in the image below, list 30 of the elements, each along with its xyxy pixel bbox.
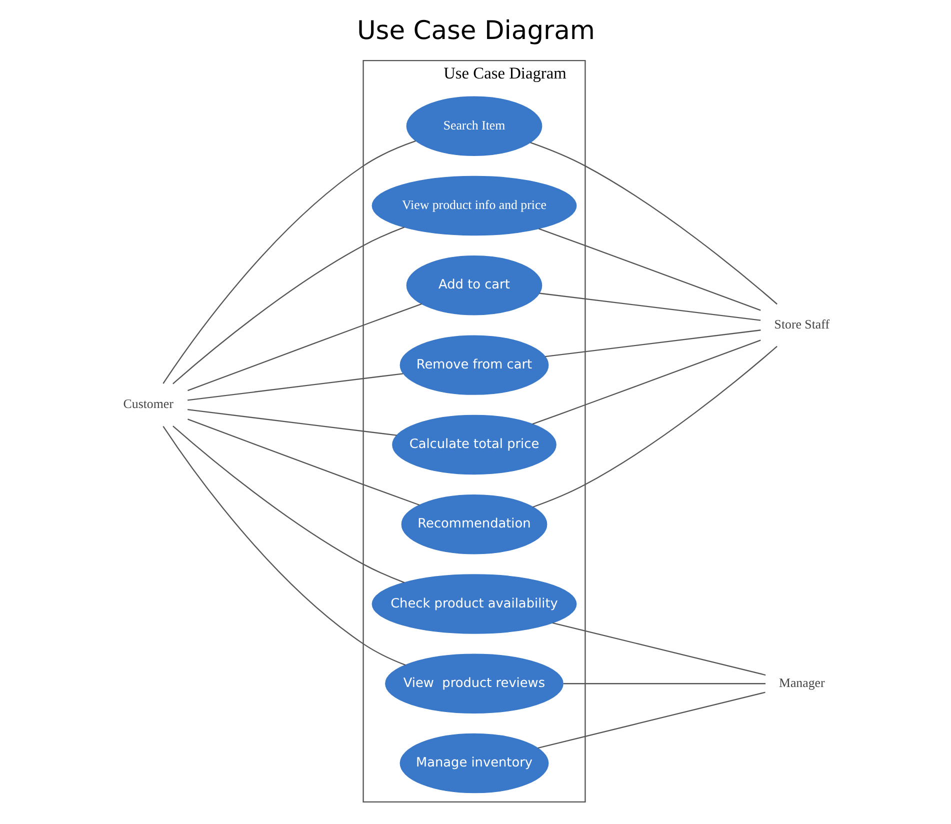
connector xyxy=(187,372,403,400)
connector xyxy=(537,691,765,748)
connector xyxy=(562,682,765,684)
connector xyxy=(544,329,760,357)
node-text: Store Staff xyxy=(774,317,829,332)
connector xyxy=(532,339,760,424)
connector xyxy=(162,425,406,666)
node-ellipse: View product info and price xyxy=(371,175,576,236)
connector xyxy=(552,622,766,676)
connector xyxy=(187,302,422,391)
node-ellipse: Calculate total price xyxy=(392,414,556,474)
connector xyxy=(172,226,404,384)
connector xyxy=(538,228,760,310)
node-ellipse: Add to cart xyxy=(406,255,542,315)
connector xyxy=(187,418,420,506)
node-text: Manager xyxy=(778,675,824,690)
connector xyxy=(172,425,404,583)
connector xyxy=(532,345,777,508)
connector xyxy=(530,142,777,304)
node-text: Customer xyxy=(122,396,173,411)
node-ellipse: Manage inventory xyxy=(399,732,548,793)
connector xyxy=(162,140,416,384)
connector xyxy=(538,292,760,320)
connector xyxy=(187,408,396,436)
node-ellipse: Recommendation xyxy=(400,494,547,554)
node-ellipse: Remove from cart xyxy=(399,334,548,394)
node-ellipse: Check product availability xyxy=(371,574,576,634)
diagram-title: Use Case Diagram xyxy=(356,15,595,46)
node-ellipse: Search Item xyxy=(406,96,542,156)
node-ellipse: View product reviews xyxy=(384,653,563,714)
